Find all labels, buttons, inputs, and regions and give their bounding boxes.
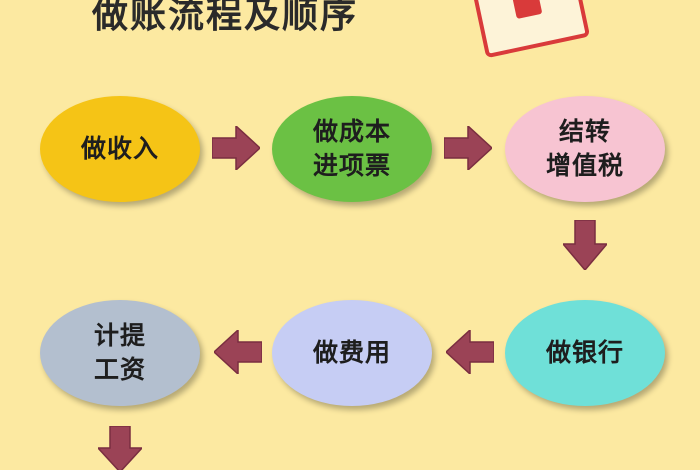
node-vat: 结转 增值税 xyxy=(505,96,665,202)
node-expense: 做费用 xyxy=(272,300,432,406)
node-bank: 做银行 xyxy=(505,300,665,406)
node-salary: 计提 工资 xyxy=(40,300,200,406)
node-cost-line-1: 做成本 xyxy=(312,117,391,146)
arrow-right-icon xyxy=(444,126,492,170)
diagram-title: 做账流程及顺序 xyxy=(92,0,359,32)
node-expense-line-1: 做费用 xyxy=(312,338,391,367)
node-salary-line-2: 工资 xyxy=(93,355,146,384)
node-vat-line-1: 结转 xyxy=(558,117,611,146)
stamp-mark xyxy=(512,0,543,20)
arrow-right-icon xyxy=(212,126,260,170)
arrow-down-icon xyxy=(98,426,142,470)
arrow-down-icon xyxy=(563,220,607,270)
node-cost: 做成本 进项票 xyxy=(272,96,432,202)
node-income: 做收入 xyxy=(40,96,200,202)
stamp-logo xyxy=(471,0,591,59)
node-bank-line-1: 做银行 xyxy=(545,338,624,367)
node-vat-line-2: 增值税 xyxy=(545,151,624,180)
arrow-left-icon xyxy=(446,330,494,374)
node-income-line-1: 做收入 xyxy=(80,134,159,163)
node-cost-line-2: 进项票 xyxy=(312,151,391,180)
node-salary-line-1: 计提 xyxy=(93,321,146,350)
arrow-left-icon xyxy=(214,330,262,374)
